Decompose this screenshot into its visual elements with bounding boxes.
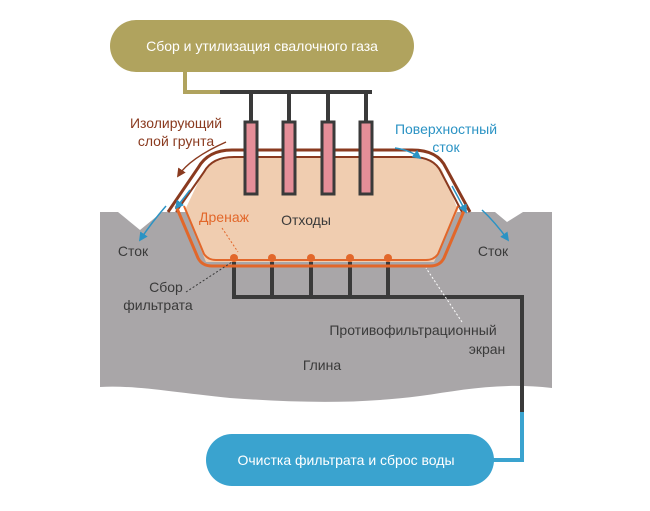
surface-runoff-arrow-right	[394, 147, 422, 160]
drainage-liner-inner	[183, 205, 459, 261]
barrier-label-1: Противофильтрационный	[329, 322, 496, 338]
drainage-label: Дренаж	[199, 209, 250, 225]
drain-holes	[230, 254, 392, 262]
gas-utilization-box	[110, 20, 414, 72]
runoff-arrow-left-ditch	[139, 205, 167, 242]
waste-label: Отходы	[281, 212, 331, 228]
insulating-soil-label-2: слой грунта	[138, 133, 215, 149]
drainage-liner	[174, 205, 468, 268]
insulating-soil-arrow	[177, 141, 227, 178]
runoff-arrow-right-slope	[451, 185, 467, 214]
leachate-label-2: фильтрата	[123, 297, 193, 313]
drainage-pointer	[221, 227, 239, 253]
clay-label: Глина	[303, 357, 342, 373]
runoff-arrow-left-slope	[174, 189, 191, 210]
runoff-right-label: Сток	[478, 243, 509, 259]
surface-runoff-label-1: Поверхностный	[395, 121, 497, 137]
barrier-label-2: экран	[469, 341, 506, 357]
insulating-soil-label-1: Изолирующий	[130, 115, 222, 131]
leachate-treatment-box	[206, 434, 494, 486]
runoff-left-label: Сток	[118, 243, 149, 259]
leachate-treatment-label: Очистка фильтрата и сброс воды	[237, 452, 454, 468]
outlet-pipe	[490, 412, 524, 462]
leachate-collection-pipes	[232, 262, 524, 412]
leachate-label-1: Сбор	[149, 279, 183, 295]
surface-runoff-label-2: сток	[432, 139, 460, 155]
runoff-arrow-right-ditch	[481, 209, 510, 242]
leachate-pointer	[185, 261, 233, 293]
gas-collection-pipes	[183, 72, 374, 196]
barrier-pointer	[425, 267, 463, 323]
gas-utilization-label: Сбор и утилизация свалочного газа	[146, 38, 378, 54]
